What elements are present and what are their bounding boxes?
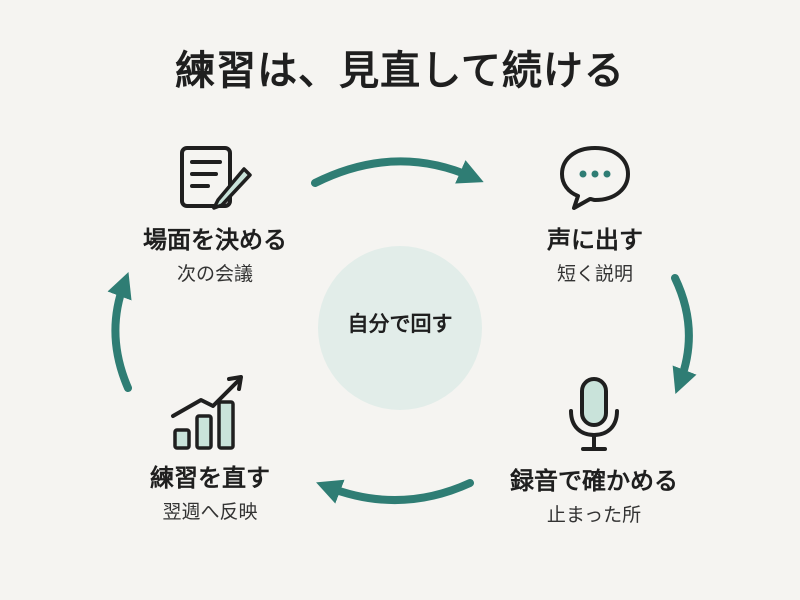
arrow-left [107,272,132,392]
step-speak: 声に出す 短く説明 [485,142,705,286]
document-pencil-icon [180,146,252,210]
microphone-icon [569,377,619,451]
step-label: 声に出す [547,226,643,254]
arrow-right [671,274,697,394]
center-label: 自分で回す [347,312,453,336]
arrow-top [311,157,484,187]
step-label: 場面を決める [143,226,287,254]
center-circle [318,246,482,410]
growth-chart-icon [171,375,243,450]
step-improve: 練習を直す 翌週へ反映 [100,372,320,524]
step-sub: 次の会議 [176,263,253,285]
step-sub: 翌週へ反映 [162,501,258,523]
arrow-bottom [316,479,474,505]
step-sub: 短く説明 [556,263,633,285]
step-record: 録音で確かめる 止まった所 [484,375,704,527]
speech-bubble-icon [560,146,630,210]
step-sub: 止まった所 [546,504,642,526]
step-label: 録音で確かめる [510,467,678,495]
step-label: 練習を直す [150,464,270,492]
step-set-scene: 場面を決める 次の会議 [105,142,325,286]
page-title: 練習は、見直して続ける [175,48,625,94]
